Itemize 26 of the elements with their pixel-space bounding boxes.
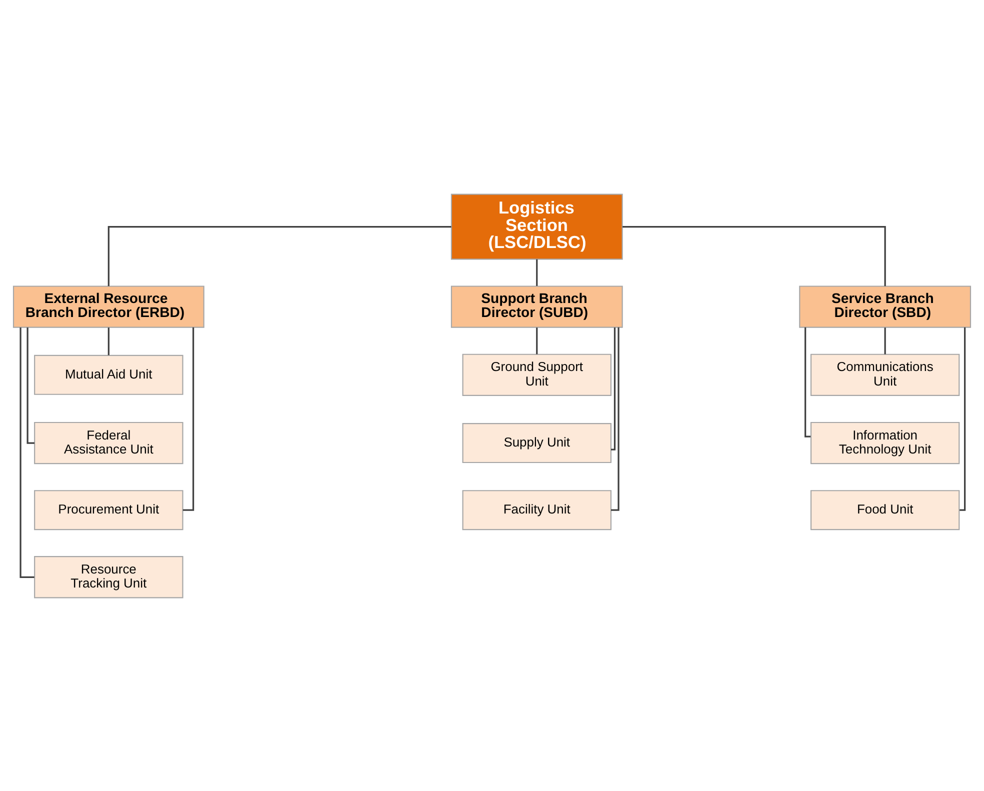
node-box: Mutual Aid Unit (34, 354, 184, 394)
node-box: External Resource Branch Director (ERBD) (12, 285, 204, 328)
connector (108, 327, 110, 355)
node-box: Communications Unit (810, 353, 960, 396)
connector (884, 327, 886, 354)
node-box: Supply Unit (462, 422, 612, 463)
node-box: Support Branch Director (SUBD) (450, 285, 623, 328)
node-box: Federal Assistance Unit (34, 421, 184, 464)
connector (610, 327, 616, 450)
node-box: Facility Unit (462, 490, 612, 530)
node-box: Food Unit (810, 490, 960, 530)
connector (26, 326, 34, 444)
node-box: Ground Support Unit (462, 353, 612, 396)
connector (610, 326, 620, 510)
node-box: Resource Tracking Unit (34, 556, 184, 598)
node-box: Information Technology Unit (810, 421, 960, 464)
connector (622, 225, 886, 286)
node-box: Procurement Unit (34, 490, 184, 530)
connector (536, 327, 538, 354)
node-box: Service Branch Director (SBD) (799, 285, 972, 328)
node-box: Logistics Section (LSC/DLSC) (450, 193, 623, 260)
connector (108, 225, 452, 286)
connector (536, 258, 538, 286)
connector (182, 326, 194, 510)
connector (960, 326, 966, 510)
connector (804, 326, 811, 437)
